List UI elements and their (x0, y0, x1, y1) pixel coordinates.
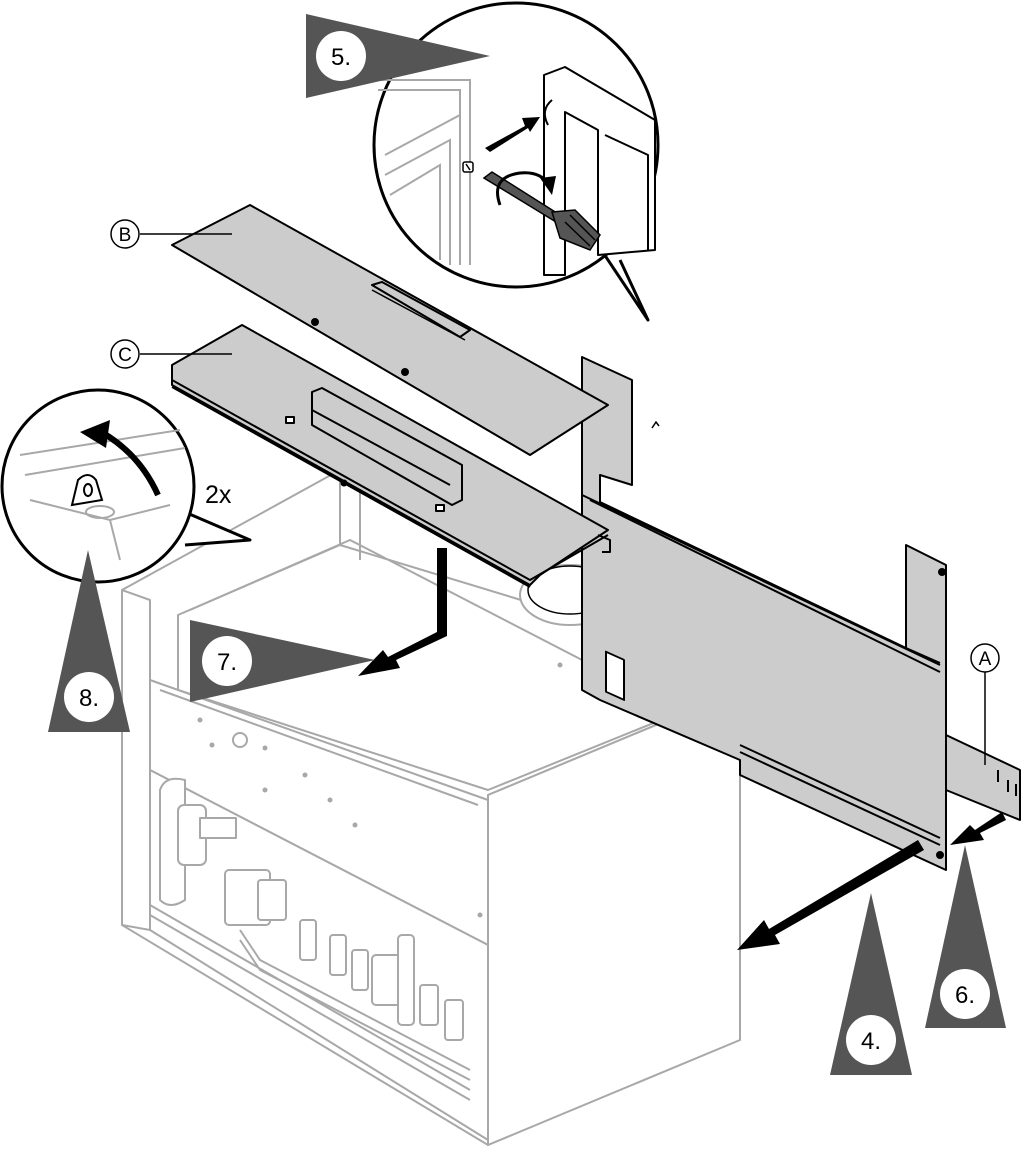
lift-arrow (101, 430, 161, 497)
cover-panel-c (171, 324, 611, 588)
label-b: B (110, 219, 232, 249)
rear-panel-a (581, 356, 1021, 871)
step-6-text: 6. (955, 982, 975, 1009)
step-5-text: 5. (331, 44, 351, 71)
knob (232, 732, 248, 748)
panel-cutout (605, 650, 625, 701)
arrow-step-6 (950, 812, 1006, 845)
step-marker-5: 5. (306, 14, 490, 98)
arrow-step-7 (358, 548, 447, 676)
label-a-text: A (979, 649, 992, 670)
valve-handle (199, 817, 237, 839)
step-4-text: 4. (861, 1028, 881, 1055)
screw-icon (462, 161, 474, 173)
panel-a-flange (945, 734, 1021, 821)
step-7-text: 7. (217, 649, 237, 676)
hook-detail (651, 420, 660, 429)
arrows (358, 548, 1006, 950)
step-marker-7: 7. (190, 620, 375, 702)
label-c: C (110, 339, 232, 369)
callout-zoom-8 (0, 388, 252, 584)
step-8-text: 8. (79, 685, 99, 712)
step-marker-4: 4. (830, 893, 912, 1075)
cover-panel-b (171, 204, 609, 456)
quantity-label: 2x (205, 481, 232, 509)
bracket-tab-icon (70, 474, 104, 507)
label-a: A (970, 643, 1000, 765)
step-marker-8: 8. (48, 550, 130, 732)
label-b-text: B (119, 225, 132, 246)
burner-cavity (149, 769, 489, 1141)
arrow-step-4 (737, 840, 924, 950)
gas-valves (224, 869, 471, 1081)
screwdriver-icon (482, 171, 601, 251)
arrow-screw-out (485, 117, 540, 152)
callout-zoom-5 (372, 1, 660, 322)
step-marker-6: 6. (925, 845, 1006, 1028)
top-edge (189, 539, 641, 691)
label-c-text: C (118, 345, 132, 366)
left-upright (121, 589, 151, 931)
